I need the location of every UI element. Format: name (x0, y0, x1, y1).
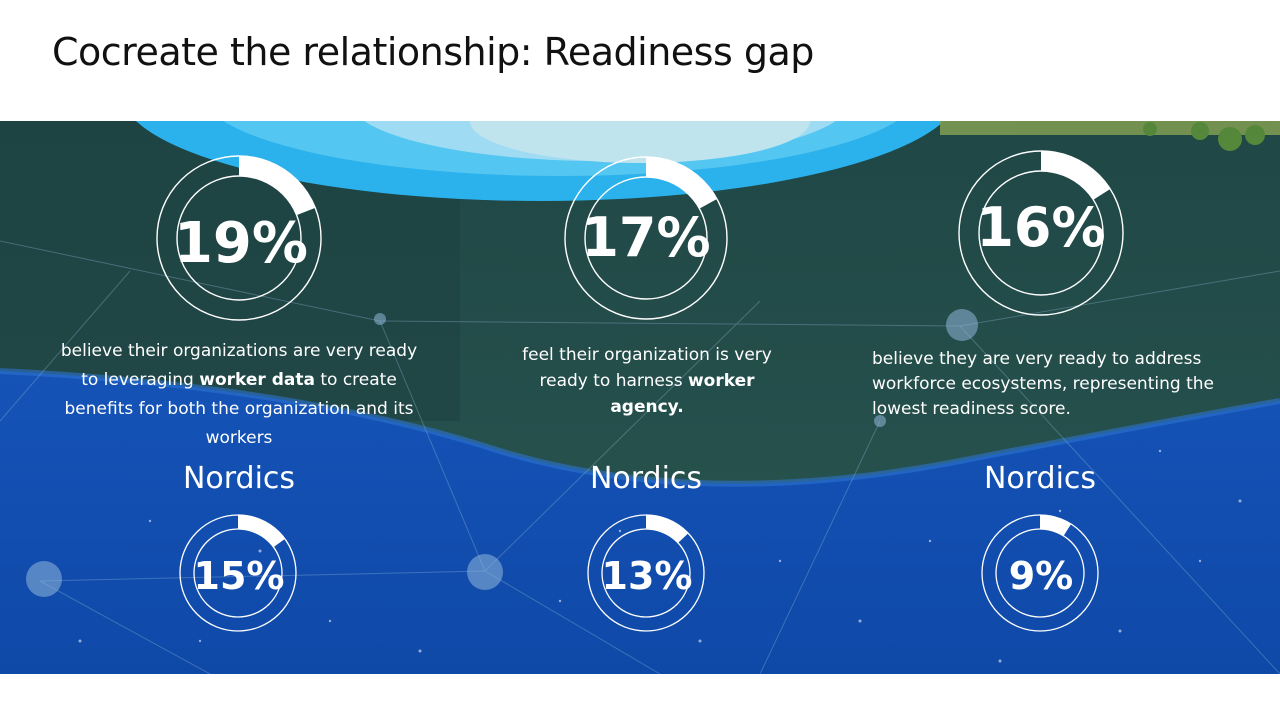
region-label: Nordics (589, 461, 703, 496)
nordics-donut-chart-1: 15% (179, 514, 297, 632)
donut-value-label: 19% (174, 211, 308, 276)
donut-value-label: 17% (581, 206, 710, 269)
donut-chart-1: 19% (156, 155, 322, 321)
description-emphasis: worker data (199, 370, 315, 390)
donut-arc-segment (1041, 151, 1111, 200)
donut-value-label: 9% (1009, 554, 1074, 598)
region-label: Nordics (983, 461, 1097, 496)
donut-arc-segment (1040, 515, 1072, 536)
region-label: Nordics (182, 461, 296, 496)
description-part: to create benefits for both the organiza… (64, 370, 414, 448)
donut-chart-2: 17% (564, 156, 728, 320)
description-emphasis: worker agency. (610, 371, 755, 417)
donut-value-label: 15% (194, 554, 285, 598)
nordics-donut-chart-3: 9% (981, 514, 1099, 632)
donut-arc-segment (646, 515, 689, 543)
background-image (0, 121, 1280, 674)
nordics-donut-chart-2: 13% (587, 514, 705, 632)
donut-value-label: 16% (976, 196, 1105, 259)
description-part: feel their organization is very ready to… (522, 345, 772, 391)
description-text: believe their organizations are very rea… (52, 337, 426, 453)
donut-arc-segment (646, 157, 717, 209)
description-part: believe their organizations are very rea… (60, 341, 418, 390)
page-title: Cocreate the relationship: Readiness gap (52, 30, 814, 74)
donut-value-label: 13% (602, 554, 693, 598)
donut-chart-3: 16% (958, 150, 1124, 316)
description-text: believe they are very ready to address w… (872, 347, 1222, 422)
description-text: feel their organization is very ready to… (508, 342, 786, 420)
donut-arc-segment (238, 515, 285, 548)
donut-arc-segment (239, 156, 316, 216)
description-part: believe they are very ready to address w… (872, 349, 1214, 419)
